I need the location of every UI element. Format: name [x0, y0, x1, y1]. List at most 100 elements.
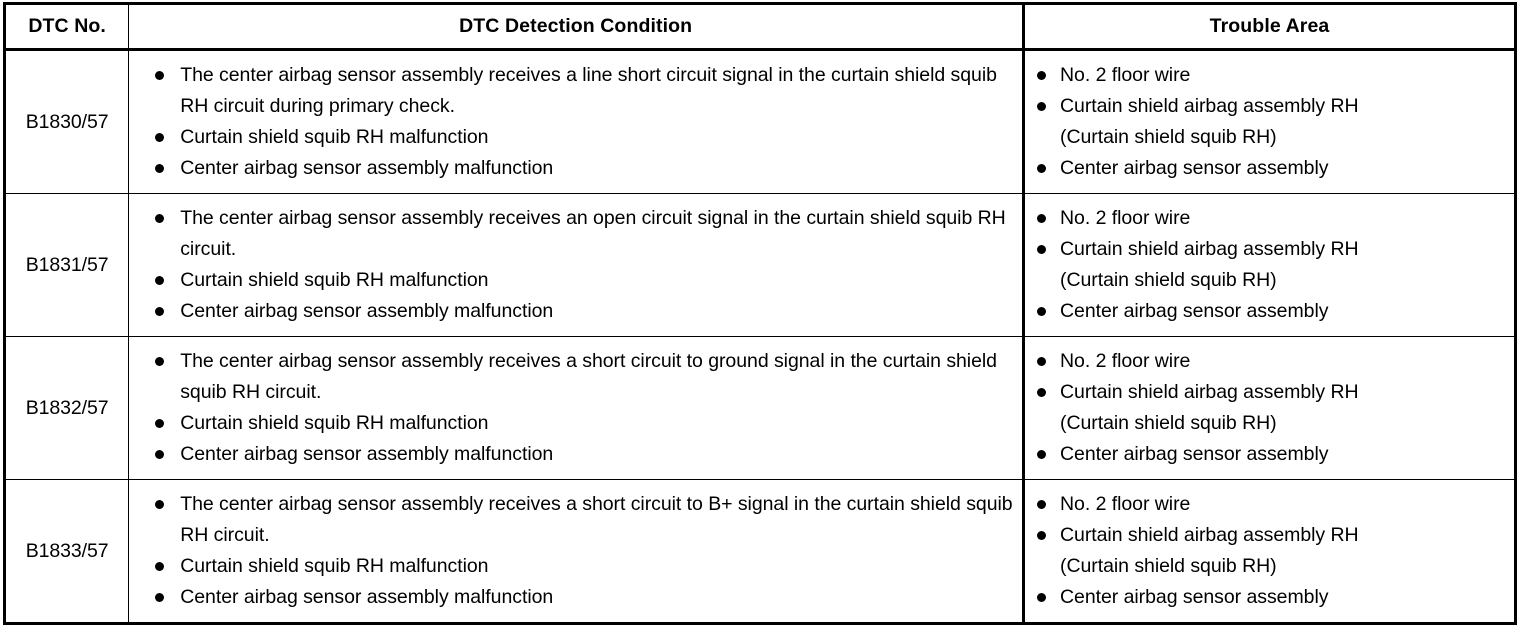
condition-list-item: Center airbag sensor assembly malfunctio…: [129, 582, 1016, 613]
trouble-area-list-item: Center airbag sensor assembly: [1025, 439, 1508, 470]
detection-condition-cell: The center airbag sensor assembly receiv…: [128, 479, 1024, 624]
dtc-diagnostic-table: DTC No. DTC Detection Condition Trouble …: [3, 2, 1517, 625]
condition-list: The center airbag sensor assembly receiv…: [129, 489, 1016, 613]
trouble-area-text: Curtain shield airbag assembly RH: [1060, 381, 1359, 403]
bullet-icon: [155, 71, 165, 80]
condition-list-item: Curtain shield squib RH malfunction: [129, 551, 1016, 582]
bullet-icon: [1037, 71, 1046, 80]
trouble-area-list-item: No. 2 floor wire: [1025, 203, 1508, 234]
trouble-area-text: Center airbag sensor assembly: [1060, 443, 1329, 465]
condition-list-item: Curtain shield squib RH malfunction: [129, 122, 1016, 153]
condition-list: The center airbag sensor assembly receiv…: [129, 60, 1016, 184]
trouble-area-text: Curtain shield airbag assembly RH: [1060, 238, 1359, 260]
condition-list-item: Center airbag sensor assembly malfunctio…: [129, 153, 1016, 184]
table-row: B1831/57 The center airbag sensor assembl…: [4, 193, 1516, 337]
trouble-area-list-item: Curtain shield airbag assembly RH(Curtai…: [1025, 520, 1508, 582]
condition-text: The center airbag sensor assembly receiv…: [180, 207, 1006, 260]
column-header-trouble-area: Trouble Area: [1022, 3, 1516, 51]
condition-list-item: The center airbag sensor assembly receiv…: [129, 346, 1016, 408]
trouble-area-text: Center airbag sensor assembly: [1060, 300, 1329, 322]
bullet-icon: [155, 500, 165, 509]
trouble-area-text: No. 2 floor wire: [1060, 207, 1191, 229]
condition-text: The center airbag sensor assembly receiv…: [180, 493, 1013, 546]
bullet-icon: [1037, 388, 1046, 397]
condition-text: The center airbag sensor assembly receiv…: [180, 64, 997, 117]
table-header: DTC No. DTC Detection Condition Trouble …: [4, 3, 1516, 51]
bullet-icon: [155, 593, 165, 602]
condition-list-item: The center airbag sensor assembly receiv…: [129, 203, 1016, 265]
condition-text: Center airbag sensor assembly malfunctio…: [180, 300, 554, 322]
condition-text: Center airbag sensor assembly malfunctio…: [180, 443, 554, 465]
trouble-area-list-item: Center airbag sensor assembly: [1025, 296, 1508, 327]
bullet-icon: [1037, 593, 1046, 602]
bullet-icon: [1037, 357, 1046, 366]
condition-text: Curtain shield squib RH malfunction: [180, 412, 489, 434]
trouble-area-list-item: Center airbag sensor assembly: [1025, 582, 1508, 613]
condition-text: Center airbag sensor assembly malfunctio…: [180, 157, 554, 179]
condition-list-item: The center airbag sensor assembly receiv…: [129, 60, 1016, 122]
trouble-area-list-item: Curtain shield airbag assembly RH (Curtai…: [1025, 377, 1508, 439]
bullet-icon: [1037, 102, 1046, 111]
condition-list: The center airbag sensor assembly receiv…: [129, 346, 1016, 470]
trouble-area-text: No. 2 floor wire: [1060, 493, 1191, 515]
trouble-area-subtext: (Curtain shield squib RH): [1060, 555, 1277, 577]
bullet-icon: [155, 562, 165, 571]
trouble-area-text: Center airbag sensor assembly: [1060, 586, 1329, 608]
detection-condition-cell: The center airbag sensor assembly receiv…: [129, 50, 1024, 194]
dtc-number-cell: B1832/57: [4, 336, 130, 480]
bullet-icon: [1037, 531, 1046, 540]
condition-list: The center airbag sensor assembly receiv…: [129, 203, 1016, 327]
condition-list-item: Curtain shield squib RH malfunction: [129, 408, 1016, 439]
header-row: DTC No. DTC Detection Condition Trouble …: [4, 3, 1516, 51]
dtc-number-cell: B1833/57: [4, 479, 130, 624]
trouble-area-text: Curtain shield airbag assembly RH: [1060, 95, 1359, 117]
bullet-icon: [155, 357, 165, 366]
bullet-icon: [155, 276, 165, 285]
detection-condition-cell: The center airbag sensor assembly receiv…: [128, 193, 1024, 337]
bullet-icon: [155, 133, 165, 142]
bullet-icon: [1037, 245, 1046, 254]
trouble-area-list-item: No. 2 floor wire: [1025, 489, 1508, 520]
detection-condition-cell: The center airbag sensor assembly receiv…: [128, 336, 1024, 480]
column-header-detection-condition: DTC Detection Condition: [128, 3, 1024, 51]
condition-list-item: The center airbag sensor assembly receiv…: [129, 489, 1016, 551]
bullet-icon: [1037, 214, 1046, 223]
dtc-number-cell: B1831/57: [4, 193, 130, 337]
table-row: B1833/57 The center airbag sensor assembl…: [4, 479, 1516, 624]
trouble-area-list-item: Center airbag sensor assembly: [1025, 153, 1508, 184]
bullet-icon: [155, 450, 165, 459]
bullet-icon: [155, 419, 165, 428]
condition-text: Curtain shield squib RH malfunction: [180, 126, 489, 148]
trouble-area-subtext: (Curtain shield squib RH): [1060, 269, 1277, 291]
bullet-icon: [1037, 307, 1046, 316]
trouble-area-list-item: Curtain shield airbag assembly RH (Curtai…: [1025, 91, 1508, 153]
bullet-icon: [1037, 500, 1046, 509]
bullet-icon: [155, 307, 165, 316]
bullet-icon: [155, 164, 165, 173]
bullet-icon: [1037, 164, 1046, 173]
trouble-area-text: No. 2 floor wire: [1060, 64, 1191, 86]
bullet-icon: [1037, 450, 1046, 459]
trouble-area-subtext: (Curtain shield squib RH): [1060, 126, 1277, 148]
condition-list-item: Center airbag sensor assembly malfunctio…: [129, 439, 1016, 470]
dtc-number-cell: B1830/57: [4, 49, 130, 194]
condition-list-item: Curtain shield squib RH malfunction: [129, 265, 1016, 296]
condition-text: Curtain shield squib RH malfunction: [180, 555, 489, 577]
trouble-area-list-item: Curtain shield airbag assembly RH (Curtai…: [1025, 234, 1508, 296]
condition-list-item: Center airbag sensor assembly malfunctio…: [129, 296, 1016, 327]
table-row: B1830/57 The center airbag sensor assembl…: [4, 49, 1516, 194]
condition-text: Curtain shield squib RH malfunction: [180, 269, 489, 291]
trouble-area-subtext: (Curtain shield squib RH): [1060, 412, 1277, 434]
column-header-dtc-no: DTC No.: [4, 3, 130, 51]
